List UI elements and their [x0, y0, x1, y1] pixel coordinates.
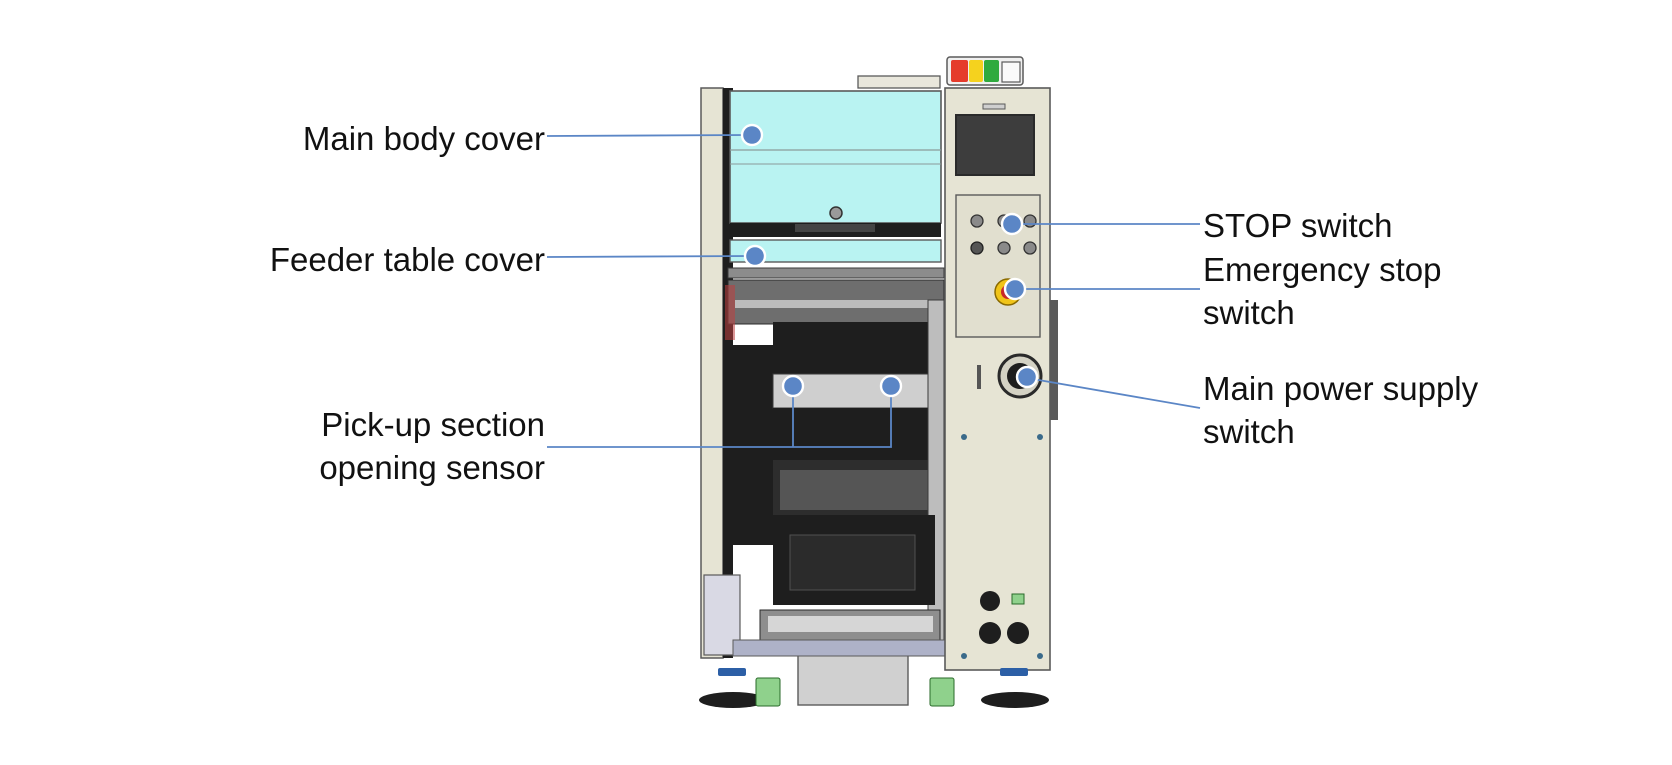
cover-knob	[829, 206, 843, 220]
feeder-rail-upper	[727, 267, 945, 279]
label-pickup-sensor: Pick-up section opening sensor	[319, 403, 545, 489]
panel-screw-4	[1037, 653, 1043, 659]
label-emergency-line2: switch	[1203, 294, 1295, 331]
panel-button-6	[1023, 241, 1037, 255]
power-slot	[977, 365, 981, 389]
bottom-tray	[797, 649, 909, 706]
connector-left	[979, 622, 1001, 644]
dot-emergency-stop	[1003, 277, 1027, 301]
panel-button-5	[997, 241, 1011, 255]
bottom-rail-teeth	[768, 616, 933, 632]
callout-dots	[740, 123, 1039, 398]
leader-lines	[546, 134, 1201, 448]
head-block-upper	[773, 322, 935, 374]
label-main-body-cover: Main body cover	[303, 117, 545, 160]
mechanism-left-lower	[730, 455, 770, 545]
label-power-line1: Main power supply	[1203, 370, 1479, 407]
label-main-body-cover-text: Main body cover	[302, 120, 545, 157]
panel-screw-3	[961, 653, 967, 659]
connector-right	[1007, 622, 1029, 644]
leader-power-switch	[1026, 377, 1201, 409]
foot-left	[699, 692, 767, 708]
nozzle-slots	[780, 470, 928, 510]
dot-power-switch	[1015, 365, 1039, 389]
screen-bezel-top	[982, 103, 1006, 110]
signal-lamp-red	[951, 60, 968, 82]
foot-right-cap	[1000, 668, 1028, 676]
label-power-switch: Main power supply switch	[1203, 367, 1478, 453]
dot-feeder-table-cover	[743, 244, 767, 268]
side-handle	[1050, 300, 1058, 420]
panel-screw-1	[961, 434, 967, 440]
dot-pickup-right	[879, 374, 903, 398]
label-feeder-table-cover: Feeder table cover	[270, 238, 545, 281]
feeder-bracket-left	[725, 285, 735, 340]
signal-tower-bracket	[1001, 61, 1021, 83]
panel-button-4	[970, 241, 984, 255]
main-body-cover	[729, 90, 942, 224]
status-indicator	[1011, 593, 1025, 605]
bottom-frame	[732, 639, 952, 657]
signal-lamp-green	[984, 60, 999, 82]
wheel-clamp-left	[755, 677, 781, 707]
head-block-lower	[773, 408, 935, 460]
top-handle	[857, 75, 941, 89]
label-emergency-line1: Emergency stop	[1203, 251, 1442, 288]
dot-stop-switch	[1000, 212, 1024, 236]
label-stop-switch-text: STOP switch	[1203, 207, 1393, 244]
leader-main-body-cover	[546, 134, 750, 137]
signal-tower-icon	[946, 56, 1024, 86]
dot-pickup-left	[781, 374, 805, 398]
panel-button-3	[1023, 214, 1037, 228]
cover-latch	[795, 224, 875, 232]
connector-top	[980, 591, 1000, 611]
panel-screw-2	[1037, 434, 1043, 440]
foot-right	[981, 692, 1049, 708]
conveyor-inner	[789, 534, 916, 591]
label-pickup-line1: Pick-up section	[321, 406, 545, 443]
label-pickup-line2: opening sensor	[319, 449, 545, 486]
touch-screen-icon	[955, 114, 1035, 176]
leader-pickup-sensor	[547, 386, 892, 448]
feeder-table-cover	[729, 239, 942, 263]
label-emergency-stop: Emergency stop switch	[1203, 248, 1441, 334]
label-stop-switch: STOP switch	[1203, 204, 1393, 247]
dot-main-body-cover	[740, 123, 764, 147]
left-frame-dark	[723, 88, 733, 658]
label-power-line2: switch	[1203, 413, 1295, 450]
signal-lamp-yellow	[969, 60, 983, 82]
label-feeder-table-cover-text: Feeder table cover	[269, 241, 545, 278]
left-side-panel	[700, 87, 724, 659]
panel-button-1	[970, 214, 984, 228]
foot-left-cap	[718, 668, 746, 676]
feeder-rail-mid	[735, 300, 935, 308]
leader-feeder-table-cover	[546, 255, 753, 258]
wheel-clamp-right	[929, 677, 955, 707]
